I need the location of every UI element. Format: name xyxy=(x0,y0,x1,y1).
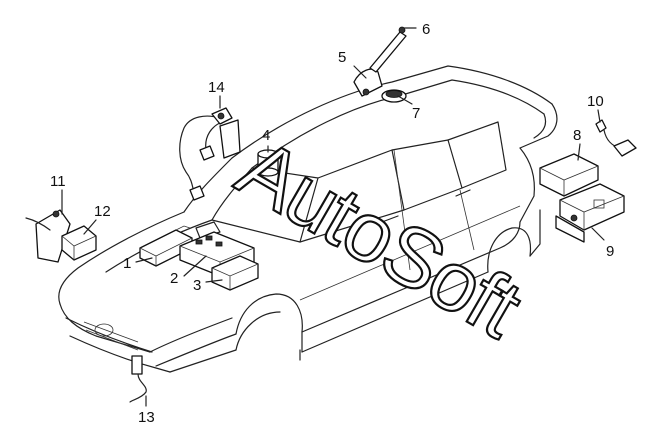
part-14-harness xyxy=(179,107,241,201)
callout-13: 13 xyxy=(138,409,155,426)
part-4-cylinder xyxy=(257,149,279,177)
part-9-bracket xyxy=(555,183,625,243)
car-outline xyxy=(58,65,558,373)
part-13-sensor xyxy=(129,355,147,403)
callout-11: 11 xyxy=(50,173,66,190)
callout-numbers: 1 2 3 4 5 6 7 8 9 10 11 12 13 14 xyxy=(50,21,614,426)
callout-14: 14 xyxy=(208,79,225,96)
callout-4: 4 xyxy=(262,127,270,144)
callout-5: 5 xyxy=(338,49,346,66)
callout-6: 6 xyxy=(422,21,430,38)
callout-1: 1 xyxy=(123,255,131,272)
part-8-box xyxy=(539,153,599,197)
leader-lines xyxy=(61,27,605,407)
callout-7: 7 xyxy=(412,105,420,122)
part-3-box xyxy=(211,255,259,291)
callout-8: 8 xyxy=(573,127,581,144)
callout-12: 12 xyxy=(94,203,111,220)
part-7-disc xyxy=(381,89,407,103)
callout-3: 3 xyxy=(193,277,201,294)
callout-10: 10 xyxy=(587,93,604,110)
part-5-antenna-base xyxy=(353,68,383,97)
watermark: AutoSoft xyxy=(223,120,537,355)
part-12-box xyxy=(61,225,97,261)
callout-2: 2 xyxy=(170,270,178,287)
callout-9: 9 xyxy=(606,243,614,260)
part-6-antenna-mast xyxy=(369,26,407,73)
part-10-sensor xyxy=(595,119,637,157)
